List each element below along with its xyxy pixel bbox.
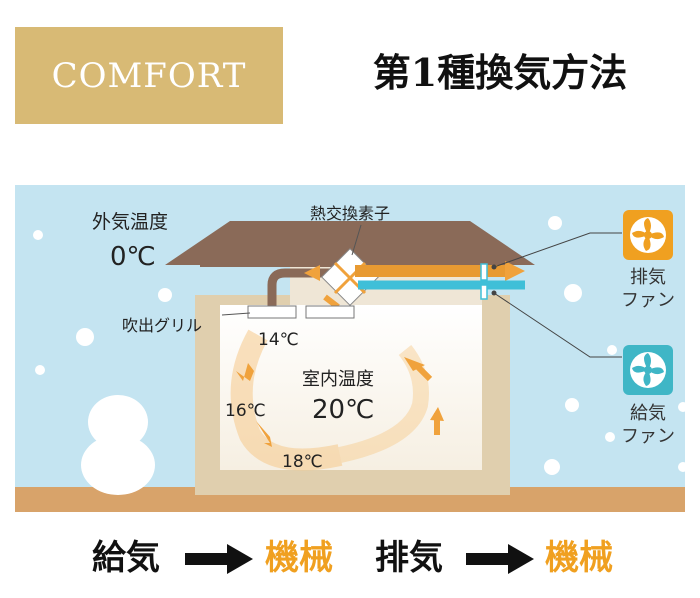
comfort-badge-label: COMFORT <box>51 55 247 96</box>
outside-temp-label: 外気温度 <box>92 211 168 233</box>
supply-vent <box>480 284 488 300</box>
page-title: 第1種換気方法 <box>372 50 628 95</box>
indoor-temp-label: 室内温度 <box>302 369 374 390</box>
exhaust-method: 機械 <box>545 538 613 578</box>
outlet-grille-right <box>305 305 355 319</box>
arrow-right-icon <box>185 544 253 574</box>
exhaust-fan-label-1: 排気 <box>630 267 666 288</box>
heat-exchanger-leader <box>351 224 362 256</box>
exhaust-fan-label-2: ファン <box>621 290 675 311</box>
supply-method: 機械 <box>265 538 333 578</box>
ventilation-flow-summary: 給気 機械 排気 機械 <box>0 530 700 590</box>
indoor-temp-value: 20℃ <box>312 395 374 425</box>
ventilation-diagram: 排気 ファン 給気 ファン 外気温度 0℃ 熱交換素子 吹出グリル 14℃ 室内… <box>15 185 688 512</box>
house-roof <box>165 221 535 265</box>
heat-exchanger-label: 熱交換素子 <box>310 204 390 223</box>
arrow-right-icon <box>466 544 534 574</box>
indoor-airflow <box>230 329 444 471</box>
supply-duct <box>267 268 340 307</box>
temp-near-grille: 14℃ <box>258 330 299 350</box>
supply-fan-leader <box>493 292 622 358</box>
outlet-grille-left <box>247 305 297 319</box>
supply-label: 給気 <box>92 538 160 578</box>
exhaust-arrow <box>505 261 525 281</box>
comfort-badge: COMFORT <box>15 27 283 124</box>
temp-low: 18℃ <box>282 452 323 472</box>
exhaust-fan-leader <box>493 232 622 268</box>
snowflakes <box>33 216 688 475</box>
supply-fan-icon <box>623 345 673 395</box>
supply-fan-label-2: ファン <box>621 426 675 447</box>
outside-temp-value: 0℃ <box>110 242 156 272</box>
exhaust-label: 排気 <box>375 538 443 578</box>
temp-mid: 16℃ <box>225 401 266 421</box>
exhaust-fan-icon <box>623 210 673 260</box>
outlet-grille-label: 吹出グリル <box>122 316 202 335</box>
exhaust-vent <box>480 263 488 281</box>
snowman-illustration <box>81 395 155 495</box>
supply-fan-label-1: 給気 <box>630 403 666 424</box>
